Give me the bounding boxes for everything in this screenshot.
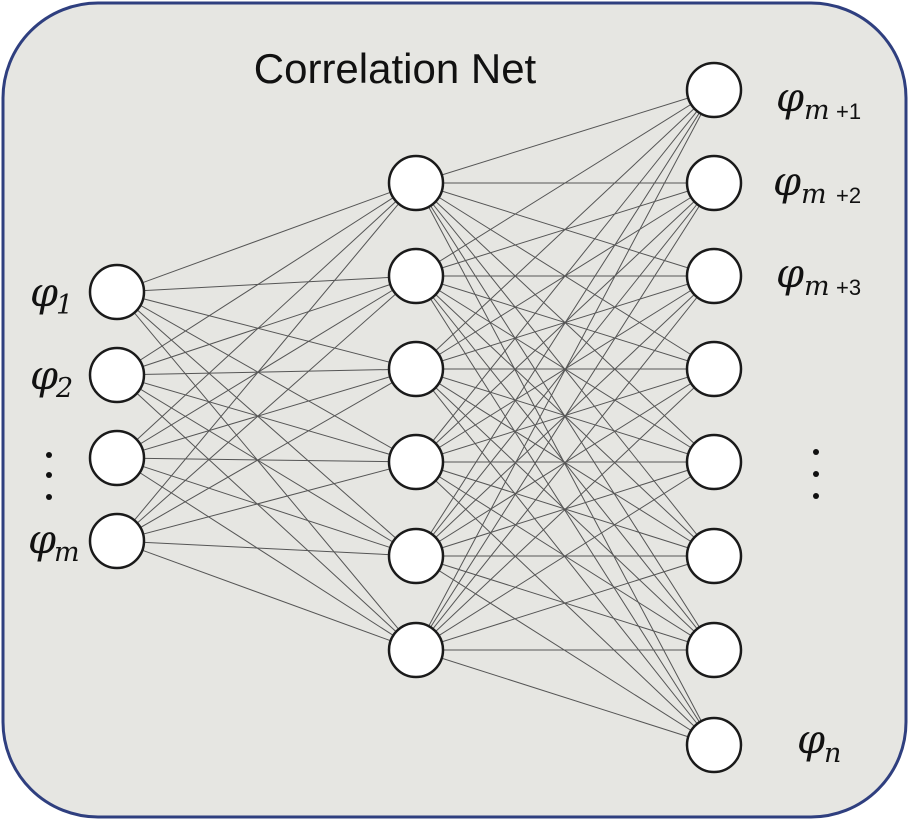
input-node-4 <box>88 512 146 570</box>
output-label-m-plus-2-suffix: +2 <box>836 183 861 208</box>
input-ellipsis-dots <box>46 452 52 500</box>
edge-hidden-1-output-8 <box>415 182 715 746</box>
output-label-n-symbol: φ <box>797 717 825 763</box>
edge-input-2-hidden-3 <box>116 368 417 376</box>
edge-input-2-hidden-1 <box>116 182 417 376</box>
output-node-7 <box>685 621 743 679</box>
edge-input-3-hidden-2 <box>116 275 417 459</box>
edge-input-4-hidden-4 <box>116 461 417 542</box>
edge-hidden-6-output-5 <box>415 461 715 651</box>
edge-hidden-1-output-1 <box>415 89 715 184</box>
edge-hidden-6-output-4 <box>415 368 715 651</box>
input-label-2: φ 2 <box>30 353 73 404</box>
output-node-5 <box>685 433 743 491</box>
output-node-6 <box>685 527 743 585</box>
hidden-node-5 <box>387 527 445 585</box>
edge-input-4-hidden-2 <box>116 275 417 542</box>
edge-hidden-2-output-8 <box>415 275 715 746</box>
output-node-2 <box>685 154 743 212</box>
edge-input-2-hidden-6 <box>116 374 417 651</box>
edge-input-1-hidden-2 <box>116 275 417 293</box>
input-node-1 <box>88 263 146 321</box>
edge-hidden-6-output-6 <box>415 555 715 651</box>
edge-hidden-6-output-8 <box>415 649 715 746</box>
input-node-3 <box>88 429 146 487</box>
output-node-3 <box>685 247 743 305</box>
edge-input-3-hidden-6 <box>116 457 417 651</box>
output-label-m-plus-1-subscript: m <box>804 95 830 126</box>
edge-input-1-hidden-1 <box>116 182 417 293</box>
output-label-m-plus-3-suffix: +3 <box>836 275 861 300</box>
hidden-node-6 <box>387 621 445 679</box>
input-label-2-subscript: 2 <box>55 373 73 404</box>
output-label-m-plus-3: φ m +3 <box>776 251 861 302</box>
input-label-1: φ 1 <box>30 270 73 321</box>
edge-input-2-hidden-4 <box>116 374 417 463</box>
hidden-node-2 <box>387 247 445 305</box>
edge-input-1-hidden-4 <box>116 291 417 463</box>
edge-hidden-5-output-1 <box>415 89 715 557</box>
output-label-m-plus-1: φ m +1 <box>776 75 861 126</box>
output-node-1 <box>685 61 743 119</box>
output-label-m-plus-2: φ m +2 <box>773 159 861 210</box>
output-label-n-subscript: n <box>824 738 841 769</box>
hidden-node-4 <box>387 433 445 491</box>
network-nodes <box>88 61 743 774</box>
edge-input-3-hidden-5 <box>116 457 417 557</box>
input-label-m-subscript: m <box>54 537 80 568</box>
output-label-m-plus-1-suffix: +1 <box>836 99 861 124</box>
edge-hidden-6-output-2 <box>415 182 715 651</box>
edge-hidden-6-output-1 <box>415 89 715 651</box>
edge-input-3-hidden-4 <box>116 457 417 463</box>
connection-lines <box>116 89 715 746</box>
output-label-m-plus-2-subscript: m <box>801 179 827 210</box>
edge-input-1-hidden-6 <box>116 291 417 651</box>
input-label-2-symbol: φ <box>30 353 58 399</box>
edge-input-2-hidden-5 <box>116 374 417 557</box>
output-label-n: φ n <box>797 717 841 769</box>
output-node-8 <box>685 716 743 774</box>
hidden-node-3 <box>387 340 445 398</box>
edge-input-3-hidden-3 <box>116 368 417 459</box>
output-label-m-plus-3-symbol: φ <box>776 251 804 297</box>
edge-hidden-6-output-3 <box>415 275 715 651</box>
output-ellipsis-dots <box>813 449 819 499</box>
input-label-1-subscript: 1 <box>56 290 73 321</box>
input-node-2 <box>88 346 146 404</box>
edge-input-3-hidden-1 <box>116 182 417 459</box>
hidden-node-1 <box>387 154 445 212</box>
edge-hidden-3-output-8 <box>415 368 715 746</box>
edge-hidden-2-output-1 <box>415 89 715 277</box>
input-label-m-symbol: φ <box>28 517 56 563</box>
input-label-m: φ m <box>28 517 80 568</box>
edge-input-1-hidden-3 <box>116 291 417 370</box>
edge-hidden-4-output-1 <box>415 89 715 463</box>
output-node-4 <box>685 340 743 398</box>
input-label-1-symbol: φ <box>30 270 58 316</box>
edge-input-2-hidden-2 <box>116 275 417 376</box>
edge-input-1-hidden-5 <box>116 291 417 557</box>
output-label-m-plus-3-subscript: m <box>804 271 830 302</box>
output-label-m-plus-1-symbol: φ <box>776 75 804 121</box>
edge-input-4-hidden-6 <box>116 540 417 651</box>
edge-input-4-hidden-5 <box>116 540 417 557</box>
edge-input-4-hidden-3 <box>116 368 417 542</box>
edge-input-4-hidden-1 <box>116 182 417 542</box>
edge-hidden-3-output-1 <box>415 89 715 370</box>
output-label-m-plus-2-symbol: φ <box>773 159 801 205</box>
diagram-title: Correlation Net <box>254 45 537 92</box>
